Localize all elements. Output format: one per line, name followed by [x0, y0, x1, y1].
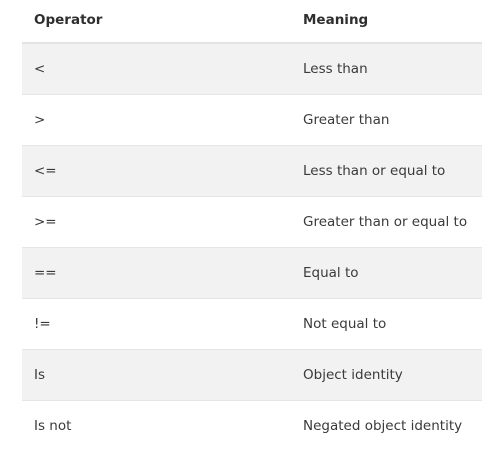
table-row: Is Object identity — [22, 350, 482, 401]
table-row: >= Greater than or equal to — [22, 197, 482, 248]
operator-cell: != — [34, 316, 51, 332]
table-header: Operator Meaning — [22, 0, 482, 44]
operator-cell: == — [34, 265, 57, 281]
meaning-cell: Greater than — [303, 112, 390, 128]
meaning-cell: Negated object identity — [303, 418, 463, 434]
operator-cell: > — [34, 112, 46, 128]
table-row: != Not equal to — [22, 299, 482, 350]
operator-cell: Is not — [34, 418, 72, 434]
operator-cell: Is — [34, 367, 46, 383]
operator-cell: <= — [34, 163, 57, 179]
meaning-cell: Equal to — [303, 265, 359, 281]
table-row: < Less than — [22, 44, 482, 95]
header-operator: Operator — [34, 12, 103, 28]
meaning-cell: Greater than or equal to — [303, 214, 468, 230]
meaning-cell: Less than or equal to — [303, 163, 446, 179]
table-row: <= Less than or equal to — [22, 146, 482, 197]
operator-cell: >= — [34, 214, 57, 230]
header-meaning: Meaning — [303, 12, 369, 28]
table-row: Is not Negated object identity — [22, 401, 482, 452]
table-row: == Equal to — [22, 248, 482, 299]
meaning-cell: Less than — [303, 61, 368, 77]
operator-cell: < — [34, 61, 46, 77]
meaning-cell: Not equal to — [303, 316, 387, 332]
table-row: > Greater than — [22, 95, 482, 146]
meaning-cell: Object identity — [303, 367, 403, 383]
operators-table: Operator Meaning < Less than > Greater t… — [22, 0, 482, 452]
